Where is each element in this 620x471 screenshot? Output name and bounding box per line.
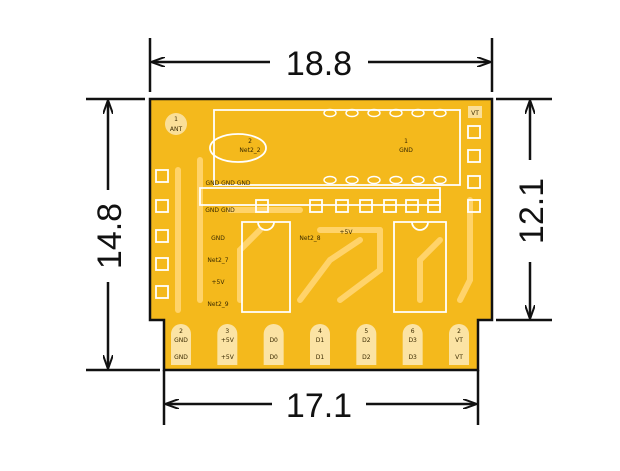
edge-pin-number: 3 [225,328,229,335]
edge-pin-bottom-label: D1 [316,354,325,361]
edge-pin-top-label: VT [455,337,463,344]
edge-pin-bottom-label: D0 [269,354,278,361]
plus5v-label: +5V [340,229,354,236]
gnd-label: GND [399,147,413,154]
pcb-board: 1 ANT VT 2 Net2_2 1 GND GND GND GND GND … [148,97,494,372]
gnd-row2-label: GND GND [205,207,235,214]
edge-pin-pad [263,324,284,365]
vt-pad: VT [468,106,482,118]
vt-top-label: VT [471,110,479,117]
top-dimension: 18.8 [148,38,494,92]
edge-pin-7: 2VT VT [449,324,469,365]
top-pads [323,108,447,185]
net2-label: Net2_2 [239,147,260,154]
left-height-label: 14.8 [91,203,129,269]
edge-pin-bottom-label: VT [455,354,463,361]
net-label-4: +5V [212,279,226,286]
right-height-label: 12.1 [513,178,551,244]
edge-pin-2: 3 +5V +5V [217,324,238,365]
edge-pin-top-label: D0 [269,337,278,344]
edge-pin-pad [449,324,469,365]
left-dimension: 14.8 [86,97,160,372]
net-label-3: Net2_8 [299,235,320,242]
gnd-pin-number: 1 [404,138,408,145]
edge-pin-number: 2 [179,328,183,335]
silkscreen [155,109,481,313]
edge-pin-top-label: D1 [316,337,325,344]
edge-pin-number: 6 [411,328,415,335]
edge-pin-bottom-label: +5V [221,354,235,361]
edge-pin-pad [217,324,238,365]
bottom-dimension: 17.1 [162,370,480,425]
net2-pin-number: 2 [248,138,252,145]
edge-pin-top-label: D3 [408,337,417,344]
edge-pin-bottom-label: D2 [362,354,371,361]
copper-traces [175,157,473,313]
edge-pin-top-label: GND [174,337,188,344]
edge-pin-top-label: +5V [221,337,235,344]
edge-pin-pad [171,324,191,365]
net-label-2: Net2_7 [207,257,228,264]
edge-pin-pad [356,324,377,365]
edge-pin-number: 2 [457,328,461,335]
top-width-label: 18.8 [286,45,352,83]
net-label-1: GND [211,235,225,242]
board-labels: 2 Net2_2 1 GND GND GND GND GND GND +5V G… [205,138,413,308]
edge-pin-bottom-label: GND [174,354,188,361]
gnd-row-label: GND GND GND [205,180,250,187]
edge-pin-pad [402,324,423,365]
net-label-5: Net2_9 [207,301,228,308]
edge-pin-number: 5 [364,328,368,335]
ant-pin-number: 1 [174,116,178,123]
bottom-width-label: 17.1 [286,387,352,425]
ant-label: ANT [170,126,183,133]
edge-pin-pad [310,324,330,365]
edge-pin-top-label: D2 [362,337,371,344]
edge-pin-bottom-label: D3 [408,354,417,361]
edge-pin-number: 4 [318,328,322,335]
right-dimension: 12.1 [496,97,552,322]
antenna-pad: 1 ANT [165,113,187,135]
